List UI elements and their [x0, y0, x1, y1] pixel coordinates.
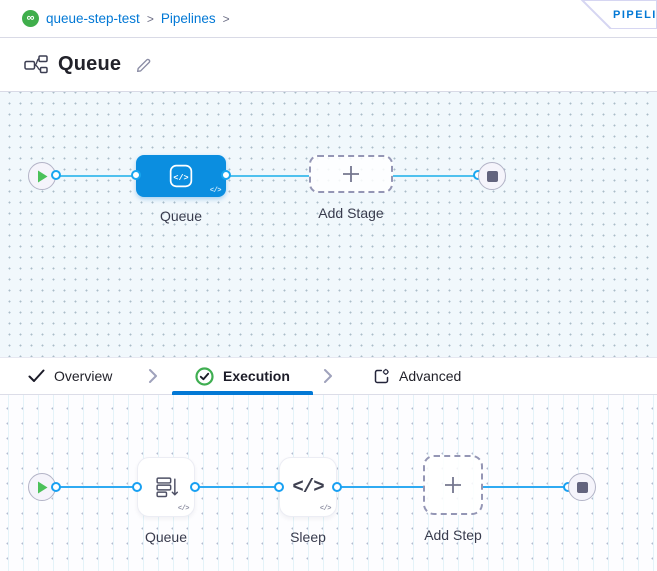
breadcrumb-separator: > [222, 11, 230, 26]
stage-label: Queue [159, 208, 203, 224]
tab-execution[interactable]: Execution [195, 358, 290, 394]
custom-stage-icon: </> [169, 164, 193, 188]
connector-port[interactable] [221, 170, 231, 180]
play-icon [37, 481, 47, 493]
connector-port[interactable] [51, 482, 61, 492]
harness-project-icon: ∞ [22, 10, 39, 27]
active-tab-underline [172, 391, 313, 395]
step-label: Queue [144, 529, 188, 545]
yaml-code-badge-icon: </> [319, 505, 332, 513]
add-step-label: Add Step [424, 527, 482, 543]
stage-config-tabs: Overview Execution Advanced [0, 357, 657, 395]
plus-icon [445, 477, 461, 493]
pipeline-studio-tab: PIPELINE STUDIO [580, 0, 657, 29]
tab-advanced[interactable]: Advanced [373, 358, 461, 394]
yaml-code-badge-icon: </> [177, 505, 190, 513]
studio-tab-shape [580, 0, 657, 29]
connector-port[interactable] [332, 482, 342, 492]
edge-addstage-to-end [393, 175, 478, 177]
pipeline-title-bar: Queue VISUAL [0, 38, 657, 119]
code-icon: </> [292, 476, 324, 498]
connector-port[interactable] [274, 482, 284, 492]
edit-pencil-icon[interactable] [135, 56, 153, 74]
step-label: Sleep [290, 529, 326, 545]
plus-icon [343, 166, 359, 182]
connector-port[interactable] [131, 170, 141, 180]
add-stage-button[interactable] [309, 155, 393, 193]
add-step-button[interactable] [423, 455, 483, 515]
play-icon [37, 170, 47, 182]
stage-node-queue[interactable]: </> </> [136, 155, 226, 197]
connector-port[interactable] [190, 482, 200, 492]
step-node-sleep[interactable]: </> </> [279, 457, 337, 517]
step-node-queue[interactable]: </> [137, 457, 195, 517]
breadcrumb-project-link[interactable]: queue-step-test [46, 11, 140, 26]
tab-overview-label: Overview [54, 368, 113, 384]
chevron-right-icon [324, 369, 332, 383]
breadcrumb: ∞ queue-step-test > Pipelines > PIPELINE… [0, 0, 657, 38]
pipeline-end-node[interactable] [478, 162, 506, 190]
advanced-gear-file-icon [374, 368, 389, 383]
edge-start-to-stage [56, 175, 140, 177]
add-stage-label: Add Stage [318, 205, 384, 221]
tab-advanced-label: Advanced [399, 368, 462, 384]
edge-sleep-to-addstep [337, 486, 423, 488]
tab-overview[interactable]: Overview [28, 358, 112, 394]
breadcrumb-separator: > [146, 11, 154, 26]
edge-queue-to-sleep [195, 486, 279, 488]
check-circle-icon [195, 366, 214, 386]
execution-graph-canvas[interactable]: </> Queue </> </> Sleep Add Step [0, 395, 657, 571]
stop-icon [576, 481, 588, 493]
stop-icon [486, 170, 498, 182]
queue-icon [155, 476, 178, 497]
pipeline-icon [24, 55, 48, 74]
stage-graph-canvas[interactable]: </> </> Queue Add Stage [0, 92, 657, 357]
connector-port[interactable] [132, 482, 142, 492]
tab-execution-label: Execution [223, 368, 290, 384]
check-icon [28, 369, 45, 382]
execution-end-node[interactable] [568, 473, 596, 501]
chevron-right-icon [149, 369, 157, 383]
edge-stage-to-addstage [226, 175, 309, 177]
yaml-code-badge-icon: </> [209, 187, 222, 195]
studio-tab-label: PIPELINE STUDIO [613, 9, 657, 21]
edge-start-to-queue [56, 486, 137, 488]
svg-text:</>: </> [173, 173, 188, 183]
connector-port[interactable] [51, 170, 61, 180]
edge-addstep-to-end [481, 486, 568, 488]
page-title: Queue [58, 53, 122, 75]
breadcrumb-pipelines-link[interactable]: Pipelines [160, 11, 216, 26]
